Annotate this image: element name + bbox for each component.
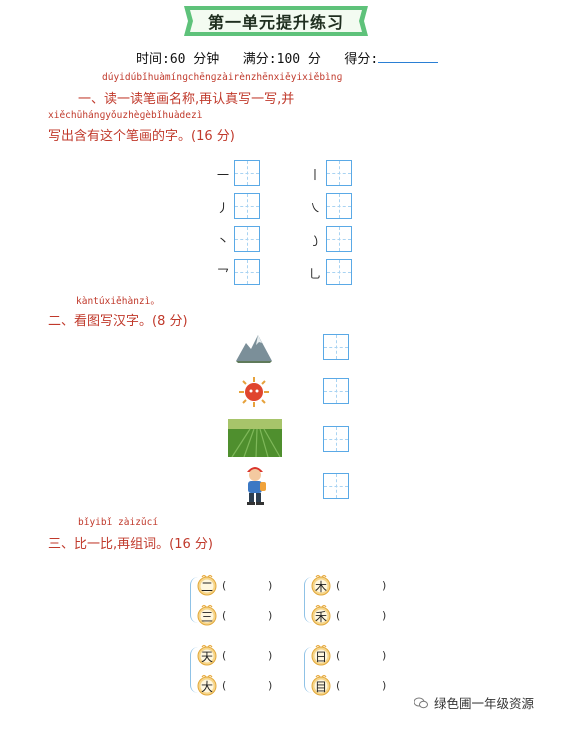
chick-char-badge: 二 bbox=[196, 574, 218, 596]
chick-char-badge: 天 bbox=[196, 644, 218, 666]
stroke-symbol: 乛 bbox=[216, 267, 229, 281]
word-answer-field[interactable] bbox=[344, 578, 380, 592]
paren-close: ) bbox=[268, 679, 273, 692]
compare-character: 禾 bbox=[314, 610, 327, 624]
word-answer-field[interactable] bbox=[230, 648, 266, 662]
q3-pinyin: bǐyibǐ zàizǔcí bbox=[78, 517, 159, 528]
title-banner bbox=[184, 6, 368, 36]
compare-character: 木 bbox=[314, 580, 327, 594]
mountain-picture bbox=[236, 335, 272, 363]
stroke-writing-box[interactable] bbox=[326, 226, 352, 252]
paren-open: ( bbox=[222, 609, 227, 622]
wechat-icon bbox=[413, 697, 428, 709]
compare-character: 天 bbox=[200, 650, 213, 664]
paren-open: ( bbox=[336, 579, 341, 592]
word-answer-field[interactable] bbox=[344, 608, 380, 622]
paren-close: ) bbox=[268, 609, 273, 622]
paren-open: ( bbox=[222, 579, 227, 592]
chick-char-badge: 目 bbox=[310, 674, 332, 696]
compare-character: 三 bbox=[200, 610, 213, 624]
sun-picture bbox=[239, 377, 269, 407]
wechat-account-label: 绿色圃一年级资源 bbox=[434, 696, 535, 711]
compare-character: 大 bbox=[200, 680, 213, 694]
page-title: 第一单元提升练习 bbox=[207, 13, 344, 32]
wechat-watermark: 绿色圃一年级资源 bbox=[413, 693, 554, 712]
group-bracket bbox=[190, 647, 199, 693]
q1-pinyin-2: xiěchūhánɡyǒuzhèɡèbǐhuàdezì bbox=[48, 110, 203, 121]
word-answer-field[interactable] bbox=[344, 648, 380, 662]
person-picture bbox=[247, 467, 266, 505]
paren-close: ) bbox=[382, 609, 387, 622]
compare-character: 日 bbox=[314, 650, 327, 664]
stroke-writing-box[interactable] bbox=[234, 193, 260, 219]
group-bracket bbox=[304, 647, 313, 693]
word-answer-field[interactable] bbox=[230, 678, 266, 692]
stroke-writing-box[interactable] bbox=[234, 160, 260, 186]
stroke-symbol: ㇏ bbox=[308, 201, 321, 215]
stroke-symbol: 丶 bbox=[216, 234, 229, 248]
q2-pinyin: kàntúxiěhànzì。 bbox=[76, 296, 160, 307]
group-bracket bbox=[190, 577, 199, 623]
group-bracket bbox=[304, 577, 313, 623]
stroke-symbol: ㇁ bbox=[308, 234, 321, 248]
stroke-symbol: 一 bbox=[216, 168, 229, 182]
q2-text: 二、看图写汉字。(8 分) bbox=[48, 314, 188, 329]
chick-char-badge: 日 bbox=[310, 644, 332, 666]
word-answer-field[interactable] bbox=[344, 678, 380, 692]
chick-char-badge: 三 bbox=[196, 604, 218, 626]
stroke-writing-box[interactable] bbox=[234, 226, 260, 252]
q1-pinyin-1: dúyidúbǐhuàmínɡchēnɡzàirènzhēnxiěyixiěbì… bbox=[102, 72, 343, 83]
q3-text: 三、比一比,再组词。(16 分) bbox=[48, 537, 213, 552]
paren-close: ) bbox=[268, 579, 273, 592]
q2-answer-box[interactable] bbox=[323, 334, 349, 360]
chick-char-badge: 禾 bbox=[310, 604, 332, 626]
paren-open: ( bbox=[336, 679, 341, 692]
paren-open: ( bbox=[336, 609, 341, 622]
stroke-symbol: 丨 bbox=[308, 168, 321, 182]
paren-open: ( bbox=[336, 649, 341, 662]
paren-open: ( bbox=[222, 649, 227, 662]
paren-close: ) bbox=[382, 649, 387, 662]
paren-open: ( bbox=[222, 679, 227, 692]
chick-char-badge: 大 bbox=[196, 674, 218, 696]
chick-char-badge: 木 bbox=[310, 574, 332, 596]
word-answer-field[interactable] bbox=[230, 608, 266, 622]
compare-character: 二 bbox=[200, 580, 213, 594]
paren-close: ) bbox=[382, 679, 387, 692]
stroke-writing-box[interactable] bbox=[326, 193, 352, 219]
score-label: 得分: bbox=[344, 52, 379, 67]
q2-answer-box[interactable] bbox=[323, 378, 349, 404]
stroke-writing-box[interactable] bbox=[234, 259, 260, 285]
stroke-writing-box[interactable] bbox=[326, 160, 352, 186]
time-label: 时间:60 分钟 bbox=[136, 52, 220, 67]
paren-close: ) bbox=[268, 649, 273, 662]
header-info: 时间:60 分钟 满分:100 分 得分: bbox=[136, 48, 439, 67]
stroke-symbol: 乚 bbox=[308, 267, 321, 281]
compare-character: 目 bbox=[314, 680, 327, 694]
q2-answer-box[interactable] bbox=[323, 426, 349, 452]
word-answer-field[interactable] bbox=[230, 578, 266, 592]
paren-close: ) bbox=[382, 579, 387, 592]
q2-answer-box[interactable] bbox=[323, 473, 349, 499]
score-blank-field[interactable] bbox=[378, 50, 439, 63]
field-picture bbox=[228, 419, 282, 457]
q1-text-2: 写出含有这个笔画的字。(16 分) bbox=[48, 129, 235, 144]
q1-text-1: 一、读一读笔画名称,再认真写一写,并 bbox=[78, 92, 295, 107]
stroke-symbol: 丿 bbox=[216, 201, 229, 215]
full-score-label: 满分:100 分 bbox=[242, 52, 321, 67]
stroke-writing-box[interactable] bbox=[326, 259, 352, 285]
